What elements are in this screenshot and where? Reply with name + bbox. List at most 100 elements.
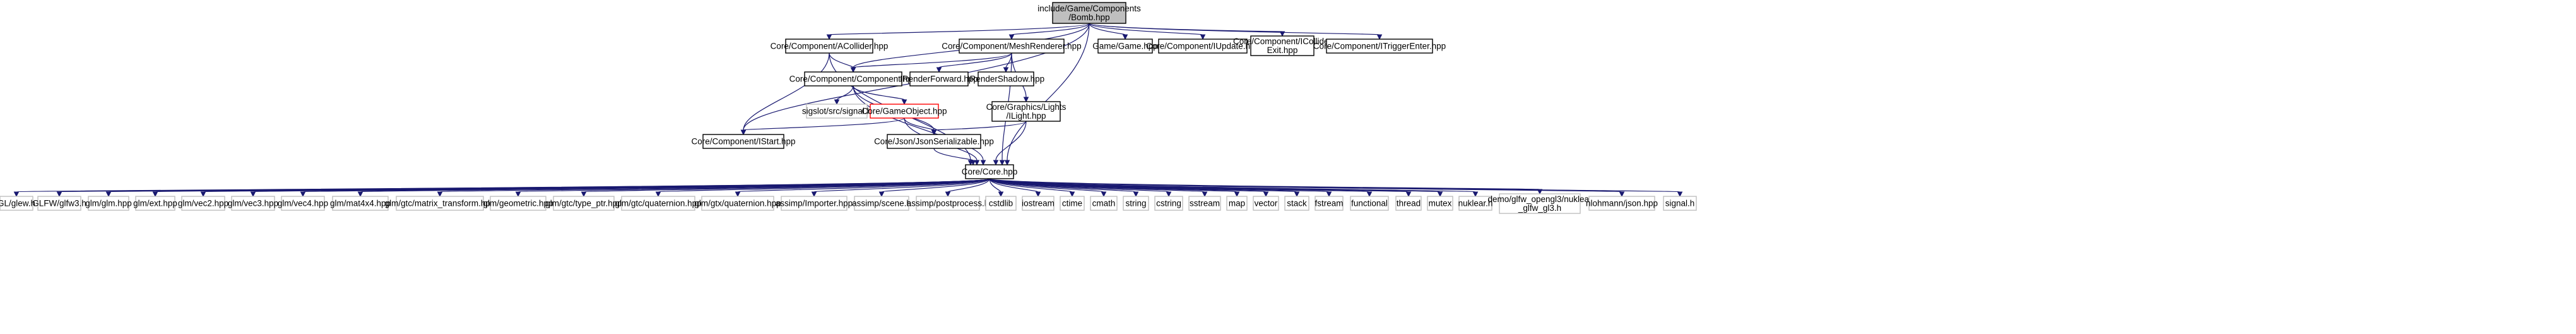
node-iostream[interactable]: iostream bbox=[1022, 196, 1055, 211]
node-gtxquat[interactable]: glm/gtx/quaternion.hpp bbox=[694, 196, 781, 211]
node-ilight[interactable]: Core/Graphics/Lights/ILight.hpp bbox=[986, 101, 1066, 122]
node-label: Core/Core.hpp bbox=[962, 167, 1018, 177]
node-irenderforward[interactable]: IRenderForward.hpp bbox=[900, 71, 978, 86]
node-cstdlib[interactable]: cstdlib bbox=[985, 196, 1017, 211]
node-gtcquat[interactable]: glm/gtc/quaternion.hpp bbox=[615, 196, 702, 211]
node-label: GL/glew.h bbox=[0, 199, 35, 208]
node-label: glm/vec3.hpp bbox=[228, 199, 278, 208]
node-map[interactable]: map bbox=[1226, 196, 1248, 211]
node-glmext[interactable]: glm/ext.hpp bbox=[133, 196, 177, 211]
node-box bbox=[396, 196, 484, 211]
node-label: Core/Component/Component.hpp bbox=[789, 75, 918, 84]
node-box bbox=[781, 196, 848, 211]
node-meshrenderer[interactable]: Core/Component/MeshRenderer.hpp bbox=[942, 39, 1082, 54]
node-vec3[interactable]: glm/vec3.hpp bbox=[228, 196, 278, 211]
arrowhead bbox=[1472, 191, 1479, 198]
node-mattransform[interactable]: glm/gtc/matrix_transform.hpp bbox=[385, 196, 495, 211]
node-nuklear[interactable]: nuklear.h bbox=[1458, 196, 1493, 211]
nodes-layer: include/Game/Components/Bomb.hppCore/Com… bbox=[0, 2, 1697, 214]
node-label: IRenderForward.hpp bbox=[900, 75, 978, 84]
node-label: iostream bbox=[1022, 199, 1055, 208]
node-functional[interactable]: functional bbox=[1350, 196, 1389, 211]
node-iupdate[interactable]: Core/Component/IUpdate.hpp bbox=[1146, 39, 1260, 54]
node-box bbox=[37, 196, 81, 211]
node-label: Core/Component/MeshRenderer.hpp bbox=[942, 42, 1081, 51]
node-label: Core/Json/JsonSerializable.hpp bbox=[874, 137, 994, 146]
edge-core-to-nuklear bbox=[989, 178, 1476, 193]
node-glm[interactable]: glm/glm.hpp bbox=[85, 196, 132, 211]
node-label: assimp/scene.h bbox=[852, 199, 911, 208]
node-core[interactable]: Core/Core.hpp bbox=[962, 164, 1018, 179]
arrowhead bbox=[1202, 191, 1208, 198]
node-glew[interactable]: GL/glew.h bbox=[0, 196, 35, 211]
node-ctime[interactable]: ctime bbox=[1060, 196, 1085, 211]
edges-layer bbox=[13, 23, 1683, 198]
node-label: cstring bbox=[1156, 199, 1181, 208]
edge-ilight-to-core bbox=[995, 121, 1027, 161]
node-string[interactable]: string bbox=[1123, 196, 1149, 211]
node-box bbox=[1022, 196, 1055, 211]
node-importer[interactable]: assimp/Importer.hpp bbox=[776, 196, 853, 211]
node-istart[interactable]: Core/Component/IStart.hpp bbox=[691, 134, 796, 149]
arrowhead bbox=[1004, 160, 1010, 166]
arrowhead bbox=[1405, 191, 1412, 198]
node-box bbox=[1326, 39, 1433, 54]
node-component[interactable]: Core/Component/Component.hpp bbox=[789, 71, 918, 86]
node-gameobject[interactable]: Core/GameObject.hpp bbox=[861, 104, 947, 119]
node-label: glm/geometric.hpp bbox=[483, 199, 553, 208]
node-postprocess[interactable]: assimp/postprocess.h bbox=[907, 196, 990, 211]
node-label: Core/Component/ACollider.hpp bbox=[771, 42, 889, 51]
node-mat4x4[interactable]: glm/mat4x4.hpp bbox=[330, 196, 391, 211]
node-label: cstdlib bbox=[989, 199, 1013, 208]
node-box bbox=[1090, 196, 1118, 211]
node-acollider[interactable]: Core/Component/ACollider.hpp bbox=[771, 39, 889, 54]
node-geometric[interactable]: glm/geometric.hpp bbox=[483, 196, 553, 211]
node-box bbox=[965, 164, 1014, 179]
node-bomb[interactable]: include/Game/Components/Bomb.hpp bbox=[1037, 2, 1141, 24]
node-game[interactable]: Game/Game.hpp bbox=[1092, 39, 1158, 54]
node-nuklearglfw[interactable]: demo/glfw_opengl3/nuklear_glfw_gl3.h bbox=[1487, 193, 1592, 214]
node-vector[interactable]: vector bbox=[1253, 196, 1279, 211]
node-label: vector bbox=[1255, 199, 1278, 208]
node-box bbox=[1253, 196, 1279, 211]
edge-bomb-to-icolliderexit bbox=[1089, 23, 1283, 32]
node-signalh[interactable]: signal.h bbox=[1663, 196, 1697, 211]
node-sstream[interactable]: sstream bbox=[1188, 196, 1221, 211]
node-stack[interactable]: stack bbox=[1284, 196, 1309, 211]
node-glfw3[interactable]: GLFW/glfw3.h bbox=[32, 196, 86, 211]
node-label: Core/Graphics/Lights bbox=[986, 102, 1066, 112]
node-typeptr[interactable]: glm/gtc/type_ptr.hpp bbox=[545, 196, 622, 211]
node-jsonser[interactable]: Core/Json/JsonSerializable.hpp bbox=[874, 134, 994, 149]
edge-bomb-to-meshrenderer bbox=[1011, 23, 1090, 35]
arrowhead bbox=[1677, 191, 1683, 198]
node-irendershadow[interactable]: IRenderShadow.hpp bbox=[967, 71, 1044, 86]
node-itriggerenter[interactable]: Core/Component/ITriggerEnter.hpp bbox=[1313, 39, 1446, 54]
arrowhead bbox=[1003, 67, 1009, 73]
edge-bomb-to-game bbox=[1089, 23, 1126, 35]
edge-core-to-scene bbox=[881, 178, 990, 193]
edge-core-to-postprocess bbox=[947, 178, 990, 193]
node-fstream[interactable]: fstream bbox=[1315, 196, 1344, 211]
node-signal[interactable]: sigslot/src/signal.h bbox=[802, 104, 871, 119]
node-thread[interactable]: thread bbox=[1395, 196, 1422, 211]
node-cstring[interactable]: cstring bbox=[1154, 196, 1183, 211]
node-vec4[interactable]: glm/vec4.hpp bbox=[278, 196, 328, 211]
edge-core-to-typeptr bbox=[583, 178, 990, 193]
node-label: assimp/postprocess.h bbox=[907, 199, 990, 208]
node-label: GLFW/glfw3.h bbox=[32, 199, 86, 208]
node-json[interactable]: nlohmann/json.hpp bbox=[1586, 196, 1658, 211]
node-label: glm/vec4.hpp bbox=[278, 199, 328, 208]
node-scene[interactable]: assimp/scene.h bbox=[852, 196, 911, 211]
node-label: nlohmann/json.hpp bbox=[1586, 199, 1658, 208]
node-mutex[interactable]: mutex bbox=[1427, 196, 1453, 211]
node-label: string bbox=[1125, 199, 1146, 208]
edge-jsonser-to-core bbox=[933, 148, 974, 161]
arrowhead bbox=[1101, 191, 1107, 198]
arrowhead bbox=[1366, 191, 1373, 198]
node-box bbox=[1250, 35, 1315, 56]
node-cmath[interactable]: cmath bbox=[1090, 196, 1118, 211]
node-vec2[interactable]: glm/vec2.hpp bbox=[178, 196, 228, 211]
arrowhead bbox=[811, 191, 817, 198]
arrowhead bbox=[945, 191, 951, 198]
